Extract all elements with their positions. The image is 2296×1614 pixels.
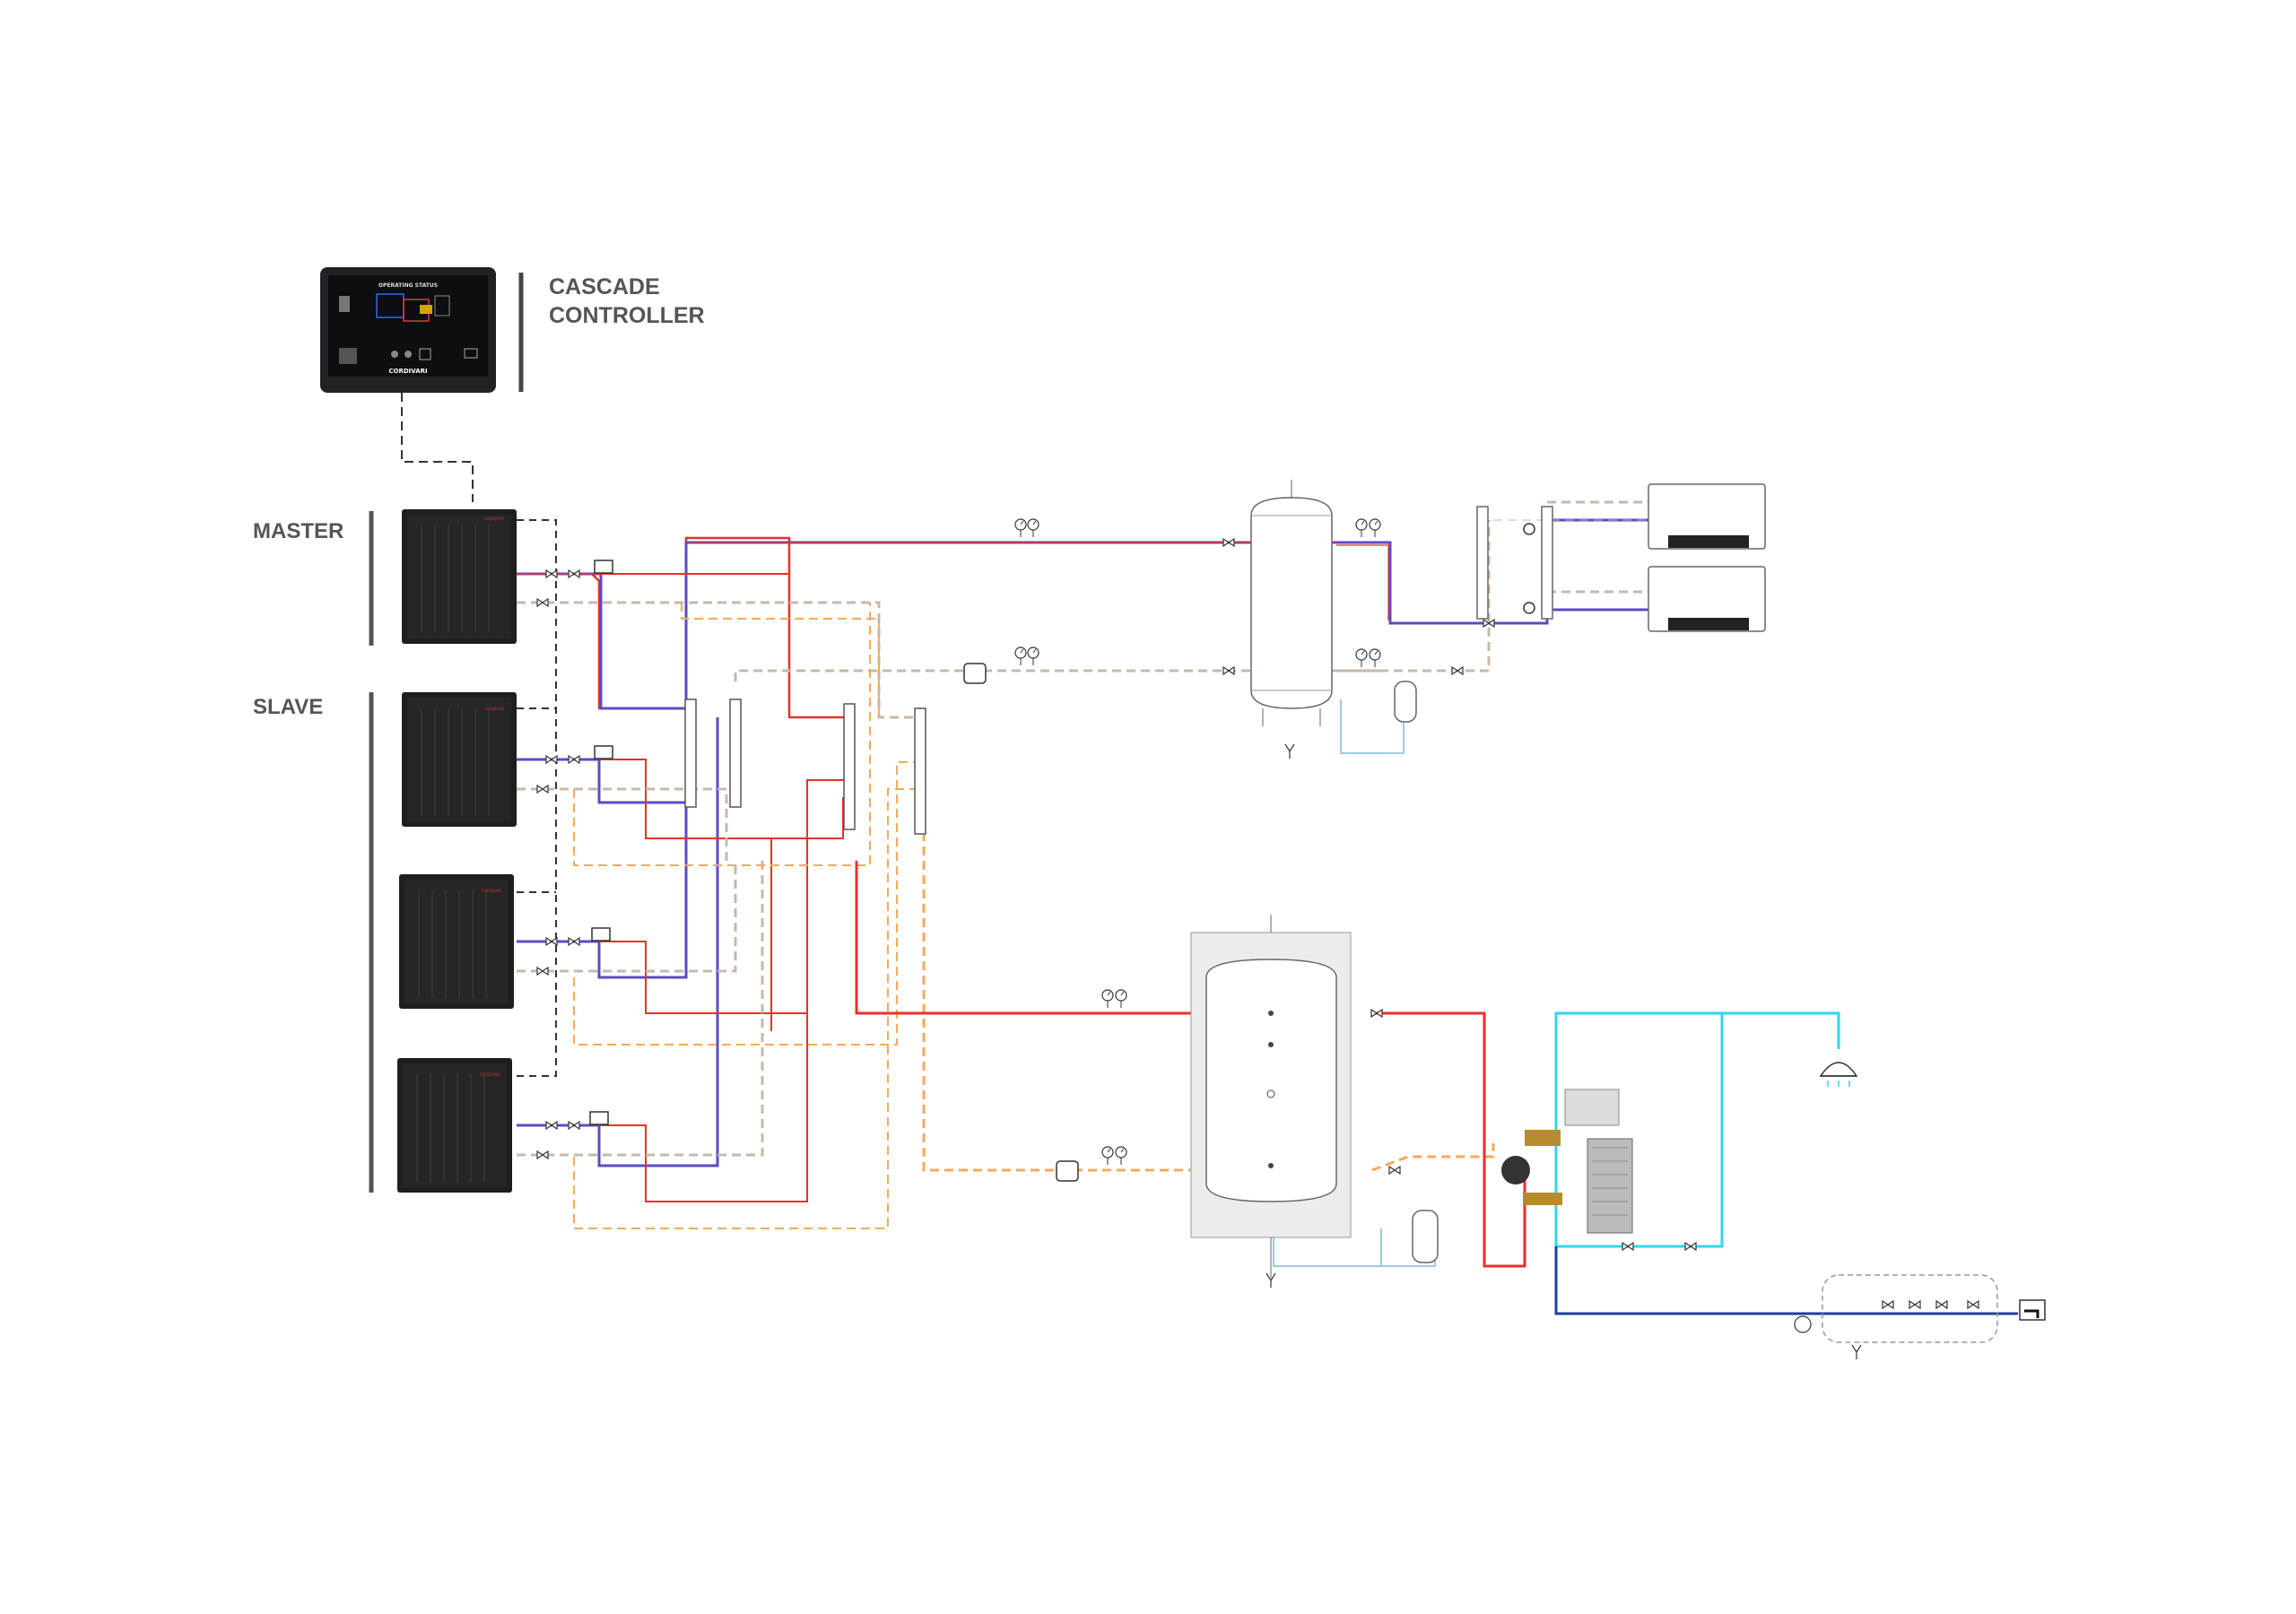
heat-pump-brand: CORDIVARI xyxy=(482,889,501,893)
valve-icon xyxy=(536,538,1697,1251)
heat-pump-slave-1: CORDIVARI xyxy=(402,692,517,827)
expansion-vessel-icon xyxy=(1412,1210,1439,1263)
heat-pump-brand: CORDIVARI xyxy=(484,516,504,521)
dhw-tank-icon xyxy=(1190,915,1352,1278)
filter-icon xyxy=(963,663,1079,1182)
manifold xyxy=(684,699,926,835)
pump-icon xyxy=(589,560,613,1125)
inlet-group xyxy=(1794,1274,1998,1343)
controller-label-line2: CONTROLLER xyxy=(549,303,705,328)
cascade-controller: OPERATING STATUS CORDIVARI xyxy=(320,267,496,393)
pump-icon xyxy=(1523,523,1535,614)
buffer-tank-icon xyxy=(1250,480,1333,726)
heat-pump-brand: CORDIVARI xyxy=(480,1072,500,1077)
shower-icon xyxy=(1819,1062,1858,1087)
manifold xyxy=(1476,506,1553,620)
heat-pump-slave-3: CORDIVARI xyxy=(397,1058,512,1193)
expansion-vessel-icon xyxy=(1394,681,1417,723)
controller-brand: CORDIVARI xyxy=(388,368,427,375)
fan-coil-icon xyxy=(1648,483,1766,550)
heat-pump-master: CORDIVARI xyxy=(402,509,517,644)
controller-screen-title: OPERATING STATUS xyxy=(378,282,438,289)
controller-label-line1: CASCADE xyxy=(549,274,660,299)
controller-screen-icon xyxy=(339,293,478,364)
heat-pump-brand: CORDIVARI xyxy=(484,707,504,711)
heat-pump-slave-2: CORDIVARI xyxy=(399,874,514,1009)
tap-icon xyxy=(2019,1299,2046,1321)
master-label: MASTER xyxy=(253,519,344,543)
heat-exchanger-icon xyxy=(1501,1089,1633,1234)
fan-coil-icon xyxy=(1648,566,1766,632)
slave-label: SLAVE xyxy=(253,695,323,719)
